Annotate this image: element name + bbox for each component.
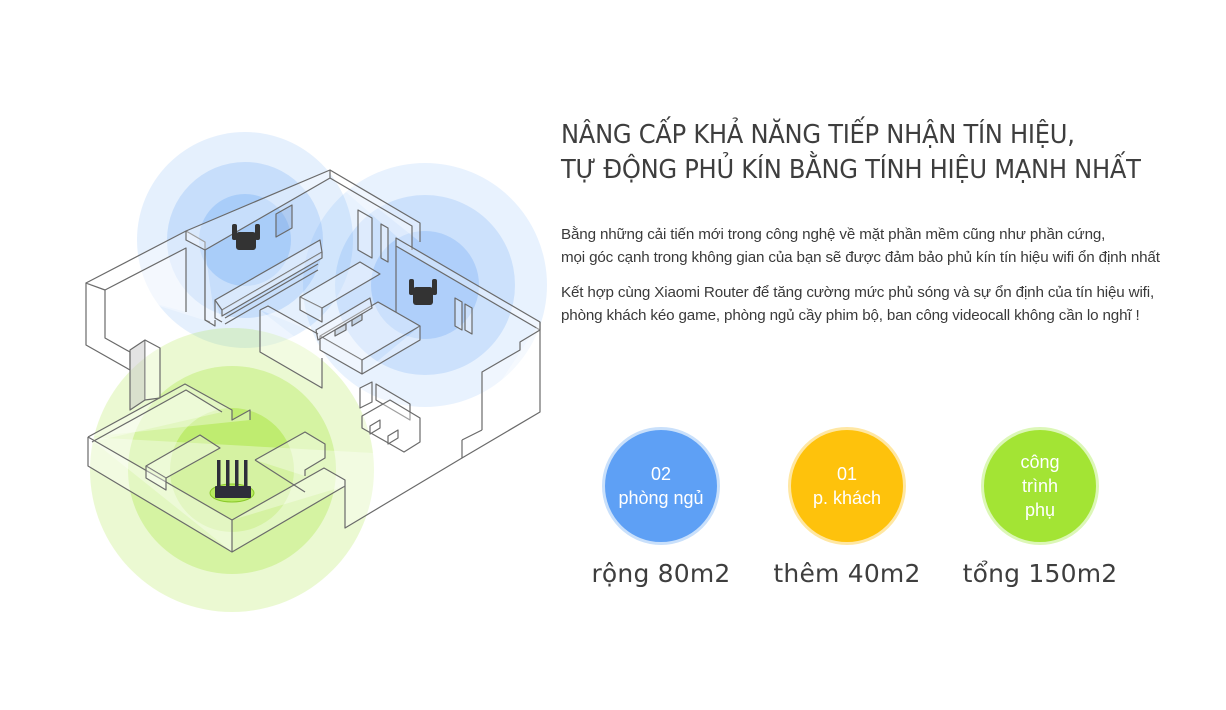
description-paragraph-1: Bằng những cải tiến mới trong công nghệ … <box>561 223 1160 269</box>
blue-signal-zone-2 <box>303 163 547 407</box>
headline-line-1: NÂNG CẤP KHẢ NĂNG TIẾP NHẬN TÍN HIỆU, <box>561 120 1075 150</box>
stat-label: trình <box>1021 476 1059 496</box>
wifi-extender-icon <box>232 224 260 250</box>
paragraph-line: phòng khách kéo game, phòng ngủ cầy phim… <box>561 307 1140 324</box>
stat-caption: tổng 150m2 <box>962 559 1118 588</box>
stat-label: p. khách <box>812 488 882 508</box>
paragraph-line: Bằng những cải tiến mới trong công nghệ … <box>561 226 1106 243</box>
stat-label: công <box>1020 452 1060 472</box>
wifi-extender-icon <box>409 279 437 305</box>
stat-circle-green: công trình phụ <box>981 427 1099 545</box>
stat-caption: thêm 40m2 <box>773 559 921 588</box>
stat-label: phòng ngủ <box>618 488 704 508</box>
paragraph-line: mọi góc cạnh trong không gian của bạn sẽ… <box>561 249 1160 266</box>
headline-line-2: TỰ ĐỘNG PHỦ KÍN BẰNG TÍNH HIỆU MẠNH NHẤT <box>561 155 1141 185</box>
stat-living-room: 01 p. khách thêm 40m2 <box>767 427 927 588</box>
stat-caption: rộng 80m2 <box>591 559 731 588</box>
paragraph-line: Kết hợp cùng Xiaomi Router để tăng cường… <box>561 284 1155 301</box>
headline: NÂNG CẤP KHẢ NĂNG TIẾP NHẬN TÍN HIỆU, TỰ… <box>561 118 1141 188</box>
stat-utility-rooms: công trình phụ tổng 150m2 <box>960 427 1120 588</box>
stat-bedrooms: 02 phòng ngủ rộng 80m2 <box>581 427 741 588</box>
floor-plan-walls <box>85 169 541 553</box>
router-icon <box>215 460 251 498</box>
stat-circle-blue: 02 phòng ngủ <box>602 427 720 545</box>
description-paragraph-2: Kết hợp cùng Xiaomi Router để tăng cường… <box>561 281 1154 327</box>
stat-circle-yellow: 01 p. khách <box>788 427 906 545</box>
stat-number: 02 <box>650 464 672 484</box>
floor-plan-illustration <box>85 132 547 612</box>
stat-number: 01 <box>836 464 858 484</box>
stat-label: phụ <box>1024 500 1056 520</box>
